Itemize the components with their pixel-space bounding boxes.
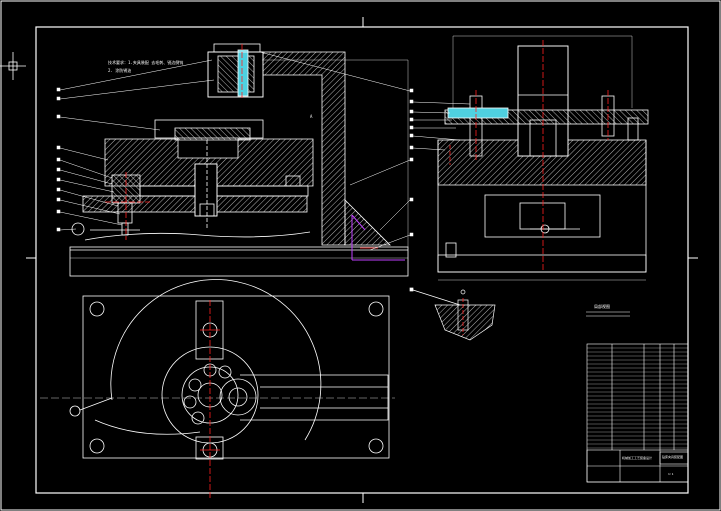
part-leader-lines xyxy=(56,51,414,251)
crosshair-icon[interactable] xyxy=(0,52,26,80)
title-block-drawing-title: 钻床夹具装配图 xyxy=(662,455,684,459)
title-block-scale: 1:1 xyxy=(668,472,674,476)
section-annotation xyxy=(351,214,405,261)
plan-view xyxy=(40,279,395,460)
section-label-underline xyxy=(586,311,630,317)
side-leader-lines xyxy=(409,99,471,151)
tech-requirements-line-2: 2. 涂防锈油 xyxy=(108,68,132,73)
front-section-view xyxy=(69,43,409,277)
section-mark: A xyxy=(310,114,313,119)
tech-requirements-line-1: 技术要求：1.夹具装配 去毛刺、锐边倒钝 xyxy=(108,60,184,65)
side-centerlines xyxy=(449,40,609,270)
parts-list-rows xyxy=(587,347,688,449)
section-label: 局部视图 xyxy=(594,304,610,309)
title-block xyxy=(586,343,689,483)
detail-view xyxy=(409,287,496,341)
title-block-company: 机械加工工艺装备设计 xyxy=(622,456,653,460)
plan-centerlines xyxy=(200,300,220,500)
indexing-plate xyxy=(183,363,232,425)
